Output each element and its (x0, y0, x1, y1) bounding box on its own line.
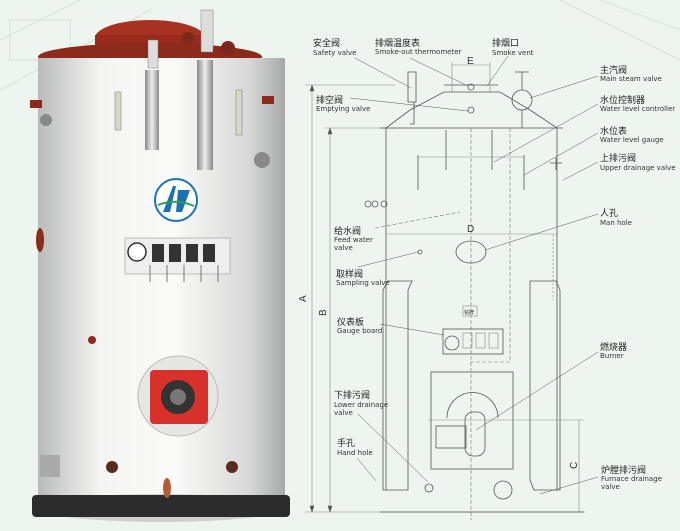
label-smoke-thermometer: 排烟温度表 Smoke-out thermometer (375, 37, 462, 56)
label-en: Feed water (334, 236, 373, 244)
label-cn: 给水阀 (334, 225, 361, 237)
label-cn: 安全阀 (313, 37, 340, 49)
label-cn: 炉膛排污阀 (601, 464, 646, 476)
label-en: Man hole (600, 219, 632, 227)
label-en: Main steam valve (600, 75, 662, 83)
label-cn: 下排污阀 (334, 389, 370, 401)
company-logo (154, 178, 198, 222)
label-man-hole: 人孔 Man hole (600, 208, 632, 227)
dimension-A: A (298, 295, 309, 302)
label-en: Smoke-out thermometer (375, 48, 462, 56)
label-water-level-controller: 水位控制器 Water level controller (600, 94, 675, 113)
label-cn: 水位表 (600, 125, 627, 137)
label-en: Safety valve (313, 49, 356, 57)
label-en: Lower drainage (334, 401, 388, 409)
technical-drawing: 铭牌 (298, 37, 676, 520)
label-lower-drainage-valve: 下排污阀 Lower drainage valve (334, 389, 388, 417)
boiler-base (32, 495, 290, 517)
nameplate-text: 铭牌 (464, 309, 474, 316)
label-cn: 水位控制器 (600, 94, 645, 106)
gauge-panel (124, 237, 231, 282)
dimension-B: B (318, 309, 329, 316)
label-cn: 排烟口 (492, 37, 519, 49)
label-smoke-vent: 排烟口 Smoke vent (492, 37, 534, 57)
label-hand-hole: 手孔 Hand hole (337, 437, 373, 457)
dimension-E: E (467, 56, 474, 67)
dimension-D: D (467, 224, 474, 235)
label-en: Upper drainage valve (600, 164, 676, 172)
label-burner: 燃烧器 Burner (600, 341, 627, 360)
label-cn: 手孔 (337, 437, 355, 449)
label-en: Gauge board (337, 327, 382, 335)
label-en: Water level gauge (600, 136, 664, 144)
label-cn: 人孔 (600, 208, 618, 219)
label-en: Furnace drainage (601, 475, 662, 483)
label-en: valve (334, 244, 353, 252)
label-gauge-board: 仪表板 Gauge board (337, 316, 382, 335)
label-cn: 仪表板 (337, 316, 364, 328)
nameplate (462, 305, 478, 317)
label-cn: 燃烧器 (600, 341, 627, 353)
dimension-C: C (569, 462, 580, 469)
label-feed-water-valve: 给水阀 Feed water valve (334, 225, 373, 252)
boiler-body (38, 58, 285, 508)
label-safety-valve: 安全阀 Safety valve (313, 37, 356, 57)
boiler-photo (30, 9, 290, 522)
label-en: Emptying valve (316, 105, 370, 113)
label-en: valve (601, 483, 620, 491)
burner-port (137, 355, 219, 437)
label-upper-drainage-valve: 上排污阀 Upper drainage valve (600, 152, 676, 172)
label-en: Smoke vent (492, 49, 534, 57)
label-sampling-valve: 取样阀 Sampling valve (336, 268, 390, 287)
label-en: Burner (600, 352, 624, 360)
label-emptying-valve: 排空阀 Emptying valve (316, 94, 370, 113)
label-cn: 排空阀 (316, 94, 343, 106)
label-water-level-gauge: 水位表 Water level gauge (600, 125, 664, 144)
label-furnace-drainage-valve: 炉膛排污阀 Furnace drainage valve (601, 464, 662, 491)
label-cn: 主汽阀 (600, 64, 627, 76)
label-cn: 取样阀 (336, 268, 363, 280)
label-cn: 排烟温度表 (375, 37, 420, 49)
label-en: Water level controller (600, 105, 675, 113)
label-en: Hand hole (337, 449, 373, 457)
label-en: valve (334, 409, 353, 417)
label-cn: 上排污阀 (600, 152, 636, 164)
label-main-steam-valve: 主汽阀 Main steam valve (600, 64, 662, 83)
label-en: Sampling valve (336, 279, 390, 287)
